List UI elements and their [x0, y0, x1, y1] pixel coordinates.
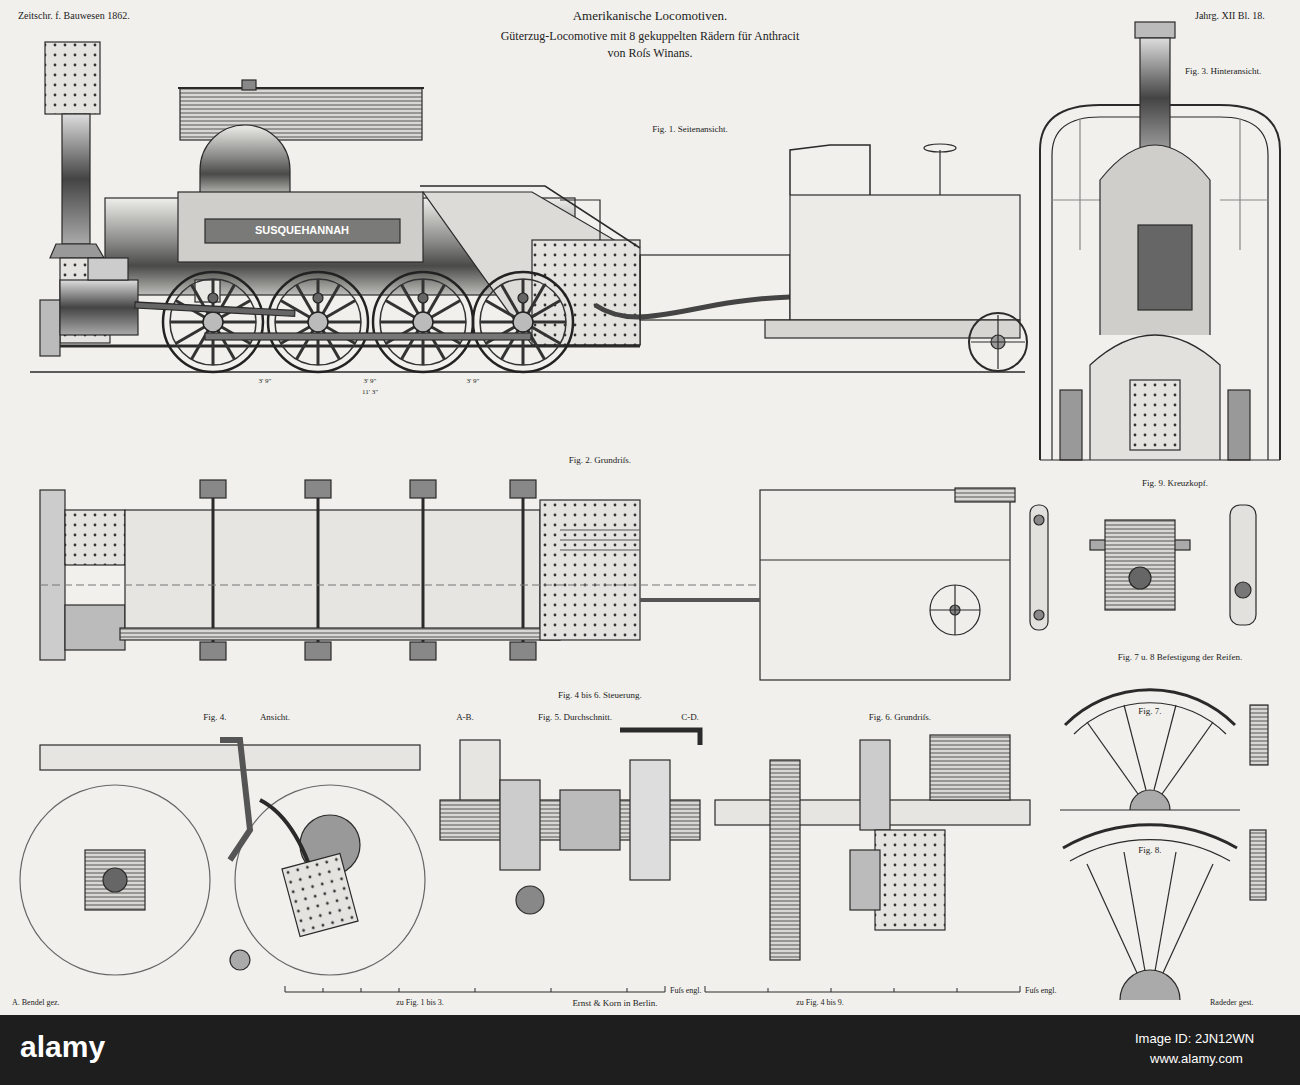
figure-label: Fig. 7.	[1138, 706, 1161, 716]
figure-label: Ansicht.	[260, 712, 290, 722]
engraver-note: Radeder gest.	[1210, 998, 1254, 1007]
header-note: Zeitschr. f. Bauwesen 1862.	[18, 10, 130, 22]
section-mark: C-D.	[681, 712, 699, 722]
draughtsman-note: A. Bendel gez.	[12, 998, 60, 1007]
crosshead-detail	[1030, 505, 1256, 630]
publisher-note: Ernst & Korn in Berlin.	[572, 998, 657, 1008]
scale-unit: Fuſs engl.	[670, 986, 702, 995]
figure-label: Fig. 7 u. 8 Befestigung der Reifen.	[1118, 652, 1243, 662]
scale-note: zu Fig. 1 bis 3.	[396, 998, 444, 1007]
figure-label: Fig. 5. Durchschnitt.	[538, 712, 612, 722]
watermark-bar	[0, 1015, 1300, 1085]
watermark: www.alamy.com	[1150, 1052, 1243, 1067]
watermark: alamy	[20, 1030, 105, 1065]
figure-label: Fig. 8.	[1138, 845, 1161, 855]
dimension: 3' 9"	[364, 377, 377, 385]
tyre-detail	[1060, 690, 1268, 1000]
figure-label: Fig. 2. Grundriſs.	[569, 455, 631, 465]
figure-label: Fig. 3. Hinteransicht.	[1185, 66, 1267, 76]
figure-label: Fig. 9. Kreuzkopf.	[1142, 478, 1208, 488]
rear-view	[1040, 22, 1280, 460]
section-mark: A-B.	[456, 712, 474, 722]
figure-label: Fig. 4 bis 6. Steuerung.	[558, 690, 642, 700]
figure-label: Fig. 1. Seitenansicht.	[652, 124, 728, 134]
figure-label: Fig. 4.	[203, 712, 226, 722]
dimension: 3' 9"	[259, 377, 272, 385]
dimension: 3' 9"	[467, 377, 480, 385]
valve-gear	[20, 730, 1030, 975]
scale-bars	[285, 986, 1020, 992]
sheet-title: Amerikanische Locomotiven.	[573, 9, 728, 24]
figure-label: Fig. 6. Grundriſs.	[869, 712, 931, 722]
subtitle: Güterzug-Locomotive mit 8 gekuppelten Rä…	[501, 30, 800, 44]
designer-note: von Roſs Winans.	[608, 47, 693, 61]
engine-name: SUSQUEHANNAH	[255, 224, 349, 237]
dimension: 11' 3"	[362, 388, 378, 396]
side-view	[30, 42, 1027, 372]
watermark: Image ID: 2JN12WN	[1135, 1032, 1254, 1047]
scale-unit: Fuſs engl.	[1025, 986, 1057, 995]
scale-note: zu Fig. 4 bis 9.	[796, 998, 844, 1007]
plan-view	[40, 480, 1015, 680]
plate-number: Jahrg. XII Bl. 18.	[1195, 10, 1265, 22]
